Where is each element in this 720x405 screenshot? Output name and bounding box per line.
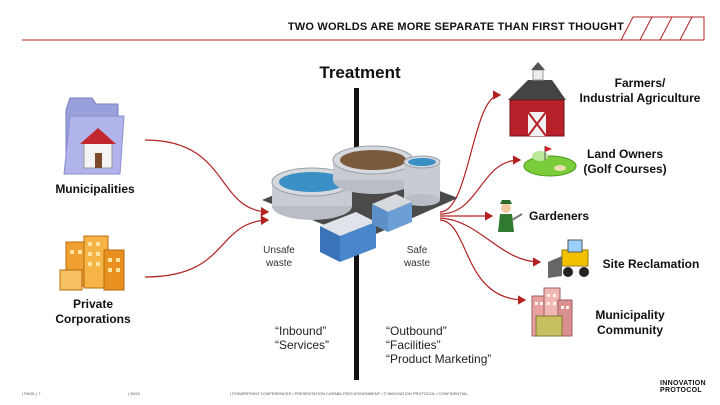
safe-waste-label: Safe waste (403, 245, 431, 269)
gardener-icon (498, 200, 523, 232)
arrow-out-community (439, 219, 527, 305)
house-folder-icon (63, 97, 125, 175)
arrow-out-reclamation (439, 217, 542, 267)
footer-confidential: | POWERPOINT CONFERENCES / PRESENTATION … (230, 391, 468, 396)
inbound-services-text: “Inbound” “Services” (275, 324, 330, 352)
dest-farmers-label: Farmers/ Industrial Agriculture (579, 76, 701, 105)
barn-icon (508, 62, 566, 137)
dest-community-label: Municipality Community (595, 308, 665, 337)
source-corporations-label: Private Corporations (55, 297, 131, 326)
arrow-municipalities-in (144, 139, 270, 217)
treatment-plant-icon (262, 145, 458, 262)
treatment-title: Treatment (319, 63, 401, 82)
dest-reclamation-label: Site Reclamation (602, 257, 700, 271)
source-municipalities-label: Municipalities (55, 182, 135, 196)
header-title: TWO WORLDS ARE MORE SEPARATE THAN FIRST … (287, 21, 624, 33)
arrow-corporations-in (144, 215, 270, 278)
dest-gardeners-label: Gardeners (528, 209, 590, 223)
golf-course-icon (523, 146, 577, 177)
footer-date: | 05/12 (128, 391, 141, 396)
footer-page: | PAGE | 7 (22, 391, 41, 396)
flow-arrows (144, 90, 542, 305)
outbound-text: “Outbound” “Facilities” “Product Marketi… (386, 324, 492, 366)
unsafe-waste-label: Unsafe waste (263, 245, 295, 269)
arrow-out-farmers (439, 90, 502, 213)
innovation-protocol-logo: INNOVATION PROTOCOL (660, 380, 706, 394)
dest-landowners-label: Land Owners (Golf Courses) (583, 147, 667, 176)
bulldozer-icon (548, 239, 589, 278)
city-icon (531, 287, 573, 337)
buildings-icon (59, 235, 125, 291)
header-rule (22, 16, 705, 41)
arrow-out-landowners (439, 155, 522, 215)
